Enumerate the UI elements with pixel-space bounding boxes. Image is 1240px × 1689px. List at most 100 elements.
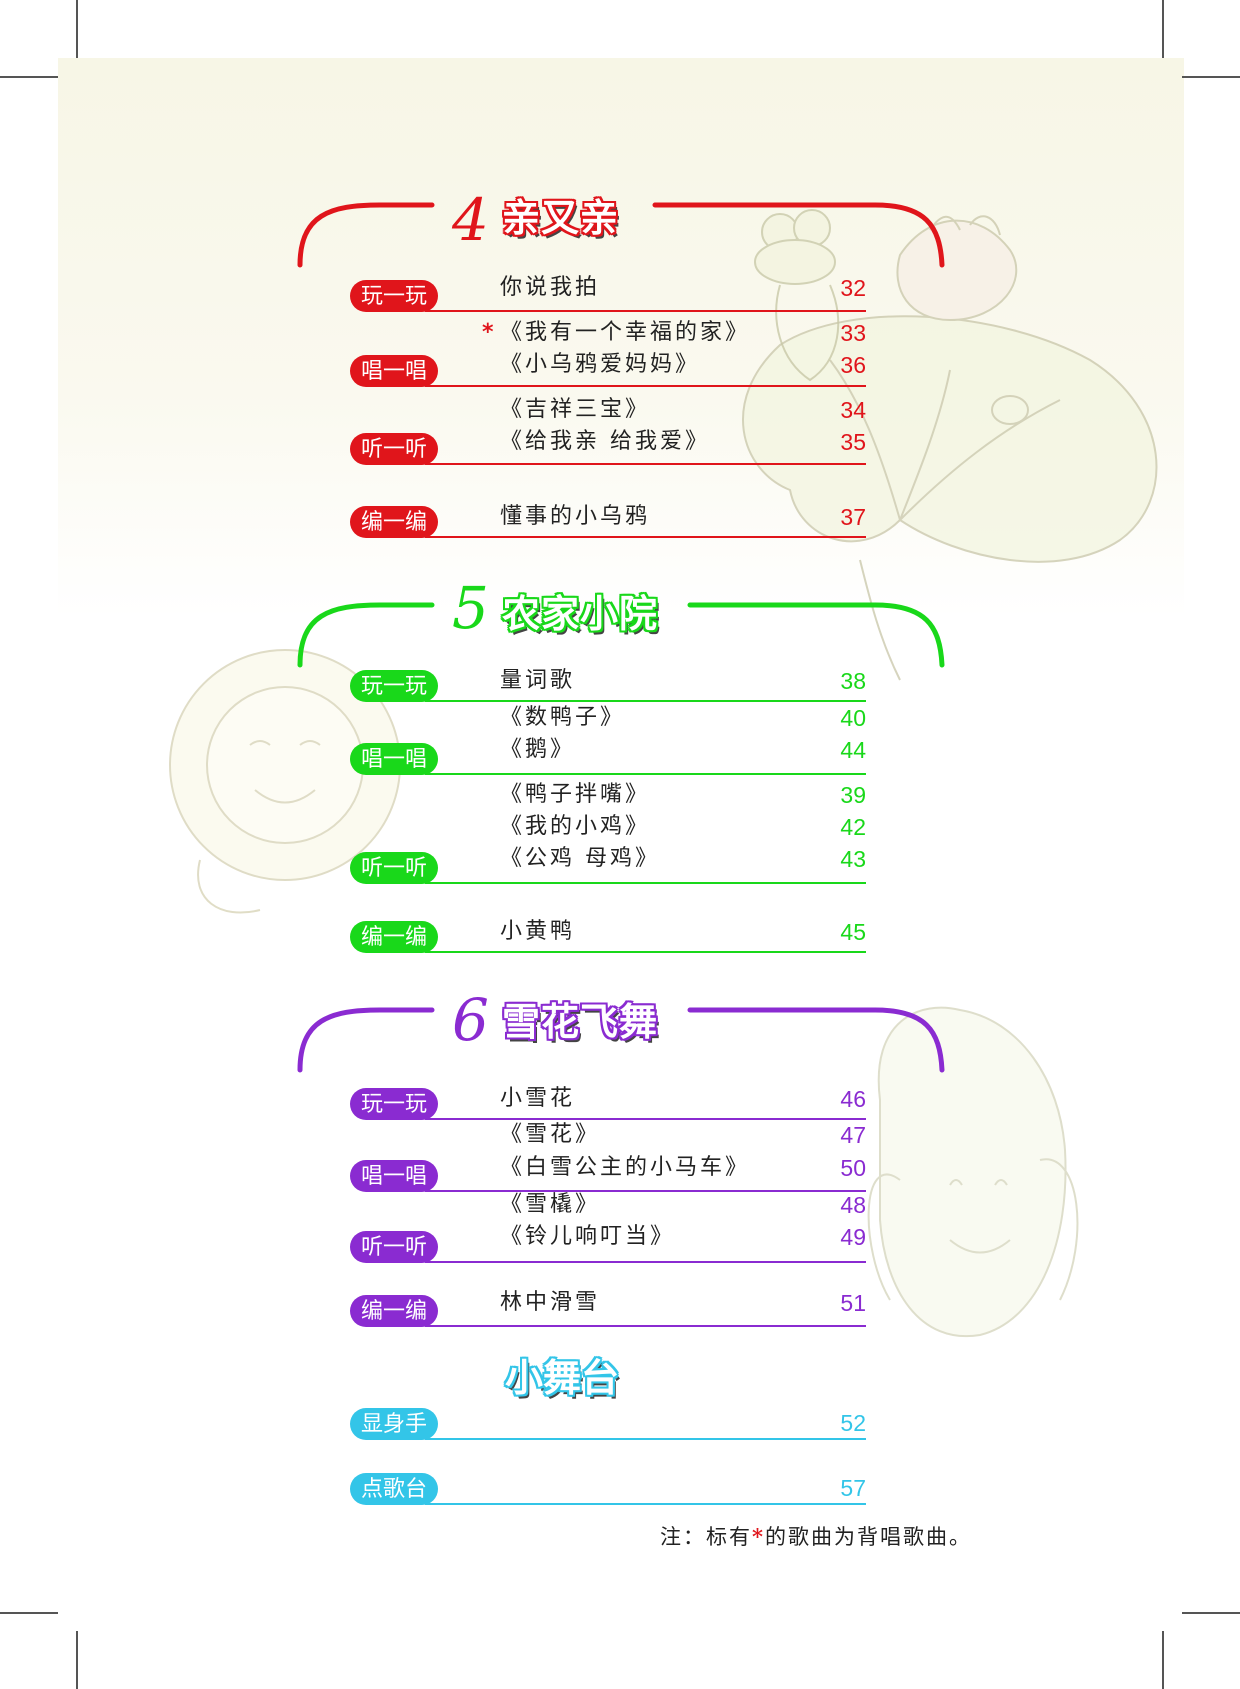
toc-row[interactable]: 唱一唱 <box>350 355 866 387</box>
page-number: 46 <box>840 1086 866 1112</box>
entry-title: 《吉祥三宝》 <box>500 397 651 422</box>
row-divider <box>425 1190 866 1192</box>
entry-title: 《给我亲 给我爱》 <box>500 429 710 454</box>
section-badge: 玩一玩 <box>350 670 438 702</box>
page-number: 38 <box>840 668 866 694</box>
asterisk-icon: * <box>482 320 494 345</box>
row-divider <box>425 536 866 538</box>
corn-illustration <box>867 1006 1079 1338</box>
entry-title: 《我有一个幸福的家》 <box>500 320 751 345</box>
toc-entry[interactable]: 林中滑雪 51 <box>0 1288 1240 1318</box>
toc-row[interactable]: 听一听 <box>350 1231 866 1263</box>
section-badge: 听一听 <box>350 1231 438 1263</box>
row-divider <box>425 700 866 702</box>
toc-entry[interactable]: 《雪花》 47 <box>0 1120 1240 1150</box>
crop-mark <box>76 0 78 58</box>
page-number: 44 <box>840 737 866 763</box>
toc-entry[interactable]: 《给我亲 给我爱》35 <box>0 427 1240 457</box>
page-number: 40 <box>840 705 866 731</box>
row-divider <box>425 310 866 312</box>
page-number: 45 <box>840 919 866 945</box>
section-badge: 编一编 <box>350 1295 438 1327</box>
entry-title: 《鸭子拌嘴》 <box>500 782 651 807</box>
toc-row[interactable]: 听一听 <box>350 433 866 465</box>
unit-number: 5 <box>452 574 489 642</box>
row-divider <box>425 385 866 387</box>
section-badge: 唱一唱 <box>350 1160 438 1192</box>
toc-row[interactable]: 玩一玩 <box>350 670 866 702</box>
entry-title: 《公鸡 母鸡》 <box>500 846 660 871</box>
stage-row-show[interactable]: 显身手 <box>350 1408 866 1440</box>
unit-number: 6 <box>452 986 489 1054</box>
toc-entry[interactable]: 《铃儿响叮当》 49 <box>0 1222 1240 1252</box>
toc-entry[interactable]: 《鸭子拌嘴》39 <box>0 780 1240 810</box>
section-badge: 玩一玩 <box>350 1088 438 1120</box>
toc-row[interactable]: 玩一玩 <box>350 1088 866 1120</box>
row-divider <box>425 1118 866 1120</box>
crop-mark <box>1162 1631 1164 1689</box>
toc-entry[interactable]: 《吉祥三宝》 34 <box>0 395 1240 425</box>
stage-divider <box>425 1503 866 1505</box>
entry-title: 《我的小鸡》 <box>500 814 651 839</box>
footnote-prefix: 注：标有 <box>660 1525 752 1549</box>
toc-entry[interactable]: 《小乌鸦爱妈妈》36 <box>0 350 1240 380</box>
entry-title: 林中滑雪 <box>500 1290 601 1315</box>
unit-frame-arc <box>687 602 945 668</box>
unit-title: 亲又亲 <box>502 196 620 240</box>
toc-entry[interactable]: *《我有一个幸福的家》 33 <box>0 318 1240 348</box>
page-number: 36 <box>840 352 866 378</box>
unit-frame-arc <box>687 1007 945 1073</box>
toc-entry[interactable]: 《白雪公主的小马车》50 <box>0 1153 1240 1183</box>
stage-row-request[interactable]: 点歌台 <box>350 1473 866 1505</box>
entry-title: 懂事的小乌鸦 <box>500 504 651 529</box>
entry-title: 你说我拍 <box>500 275 601 300</box>
toc-row[interactable]: 唱一唱 <box>350 743 866 775</box>
page-number: 47 <box>840 1122 866 1148</box>
page-number: 33 <box>840 320 866 346</box>
page-number: 57 <box>840 1475 866 1501</box>
unit-frame-arc <box>297 1007 435 1073</box>
toc-row[interactable]: 玩一玩 <box>350 280 866 312</box>
toc-row[interactable]: 编一编 <box>350 506 866 538</box>
toc-entry[interactable]: 懂事的小乌鸦 37 <box>0 502 1240 532</box>
section-badge: 编一编 <box>350 921 438 953</box>
page-number: 49 <box>840 1224 866 1250</box>
crop-mark <box>0 1612 58 1614</box>
entry-title: 《铃儿响叮当》 <box>500 1224 676 1249</box>
toc-entry[interactable]: 《数鸭子》 40 <box>0 703 1240 733</box>
page-number: 48 <box>840 1192 866 1218</box>
entry-title: 《鹅》 <box>500 737 576 762</box>
entry-title: 《雪花》 <box>500 1122 601 1147</box>
crop-mark <box>76 1631 78 1689</box>
stage-badge: 点歌台 <box>350 1473 438 1505</box>
footnote-suffix: 的歌曲为背唱歌曲。 <box>764 1525 972 1549</box>
lotus-leaf-illustration <box>742 215 1158 681</box>
toc-row[interactable]: 编一编 <box>350 1295 866 1327</box>
stage-badge: 显身手 <box>350 1408 438 1440</box>
toc-entry[interactable]: 《我的小鸡》42 <box>0 812 1240 842</box>
section-badge: 玩一玩 <box>350 280 438 312</box>
toc-row[interactable]: 编一编 <box>350 921 866 953</box>
toc-entry[interactable]: 《鹅》 44 <box>0 735 1240 765</box>
crop-mark <box>1182 76 1240 78</box>
unit-title: 雪花飞舞 <box>502 1000 659 1044</box>
crop-mark <box>1162 0 1164 58</box>
entry-title: 《数鸭子》 <box>500 705 626 730</box>
toc-entry[interactable]: 《公鸡 母鸡》43 <box>0 844 1240 874</box>
toc-row[interactable]: 唱一唱 <box>350 1160 866 1192</box>
page-number: 34 <box>840 397 866 423</box>
toc-entry[interactable]: 《雪橇》 48 <box>0 1190 1240 1220</box>
page-number: 51 <box>840 1290 866 1316</box>
page-number: 37 <box>840 504 866 530</box>
entry-title: 《雪橇》 <box>500 1192 601 1217</box>
unit-number: 4 <box>452 186 489 254</box>
footnote: 注：标有*的歌曲为背唱歌曲。 <box>660 1522 972 1552</box>
toc-row[interactable]: 听一听 <box>350 852 866 884</box>
